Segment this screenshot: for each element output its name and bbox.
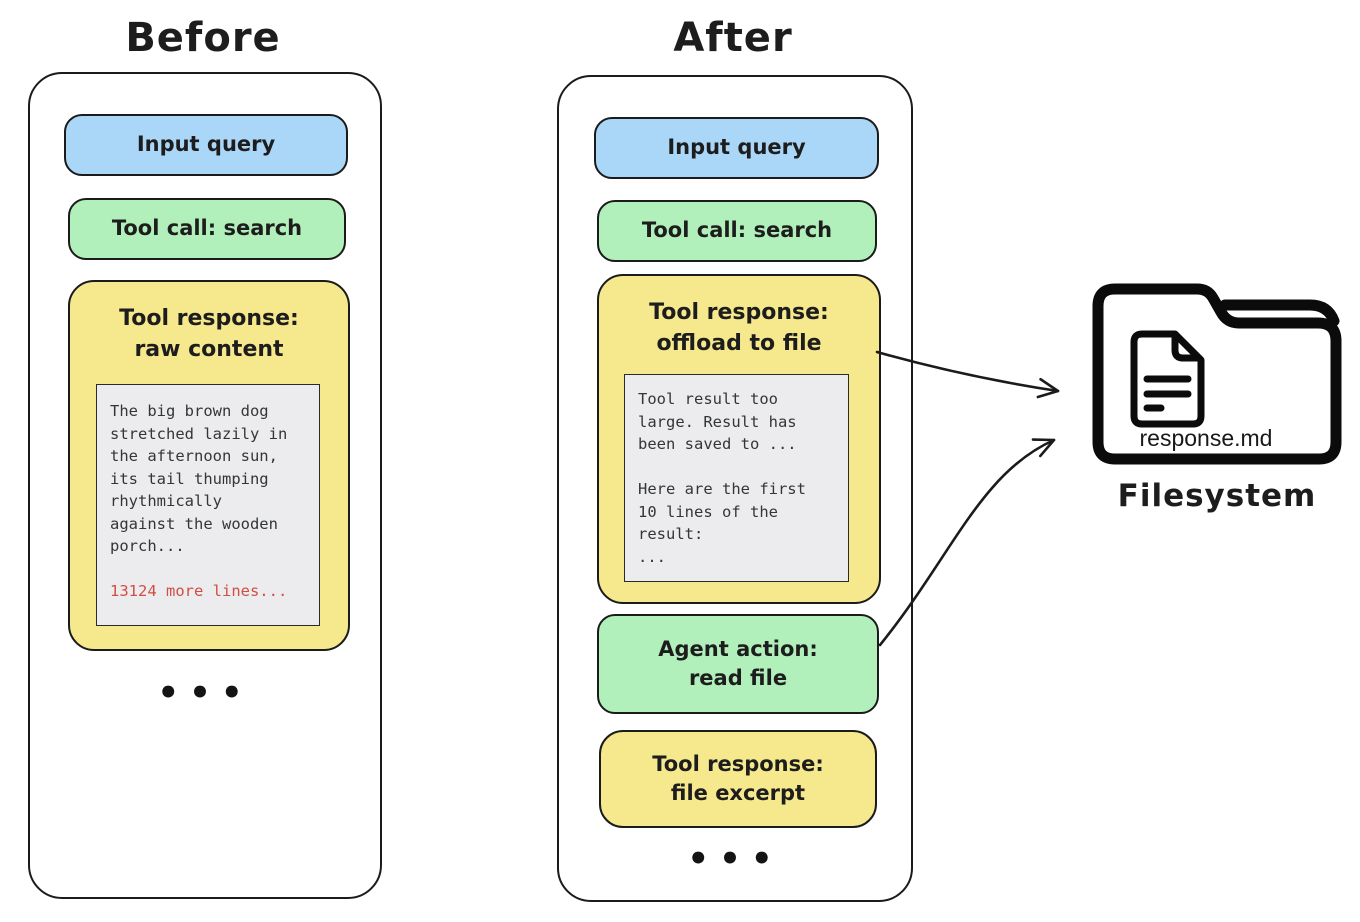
before-ellipsis: ••• <box>157 673 253 713</box>
offload-message-box: Tool result too large. Result has been s… <box>624 374 849 582</box>
after-tool-response-offload-card: Tool response: offload to file Tool resu… <box>597 274 881 604</box>
document-icon <box>1130 330 1205 428</box>
agent-action-box: Agent action: read file <box>597 614 879 714</box>
more-lines-text: 13124 more lines... <box>110 582 288 600</box>
before-tool-call-box: Tool call: search <box>68 198 346 260</box>
filesystem-group: response.md Filesystem <box>1088 280 1346 525</box>
before-panel: Input query Tool call: search Tool respo… <box>28 72 382 899</box>
file-name: response.md <box>1139 425 1273 451</box>
after-ellipsis: ••• <box>687 839 783 879</box>
before-input-query-box: Input query <box>64 114 348 176</box>
tool-response-excerpt-box: Tool response: file excerpt <box>599 730 877 828</box>
after-panel: Input query Tool call: search Tool respo… <box>557 75 913 902</box>
after-tool-response-offload-title: Tool response: offload to file <box>649 300 829 356</box>
before-raw-content-box: The big brown dog stretched lazily in th… <box>96 384 320 626</box>
before-tool-response-title: Tool response: raw content <box>119 306 299 362</box>
after-tool-call-box: Tool call: search <box>597 200 877 262</box>
folder-icon <box>1092 283 1342 465</box>
before-title: Before <box>125 15 281 61</box>
raw-content-text: The big brown dog stretched lazily in th… <box>110 402 288 555</box>
after-title: After <box>673 15 793 61</box>
offload-message-text: Tool result too large. Result has been s… <box>638 390 806 566</box>
after-input-query-box: Input query <box>594 117 879 179</box>
before-tool-response-card: Tool response: raw content The big brown… <box>68 280 350 651</box>
filesystem-label: Filesystem <box>1117 478 1317 514</box>
